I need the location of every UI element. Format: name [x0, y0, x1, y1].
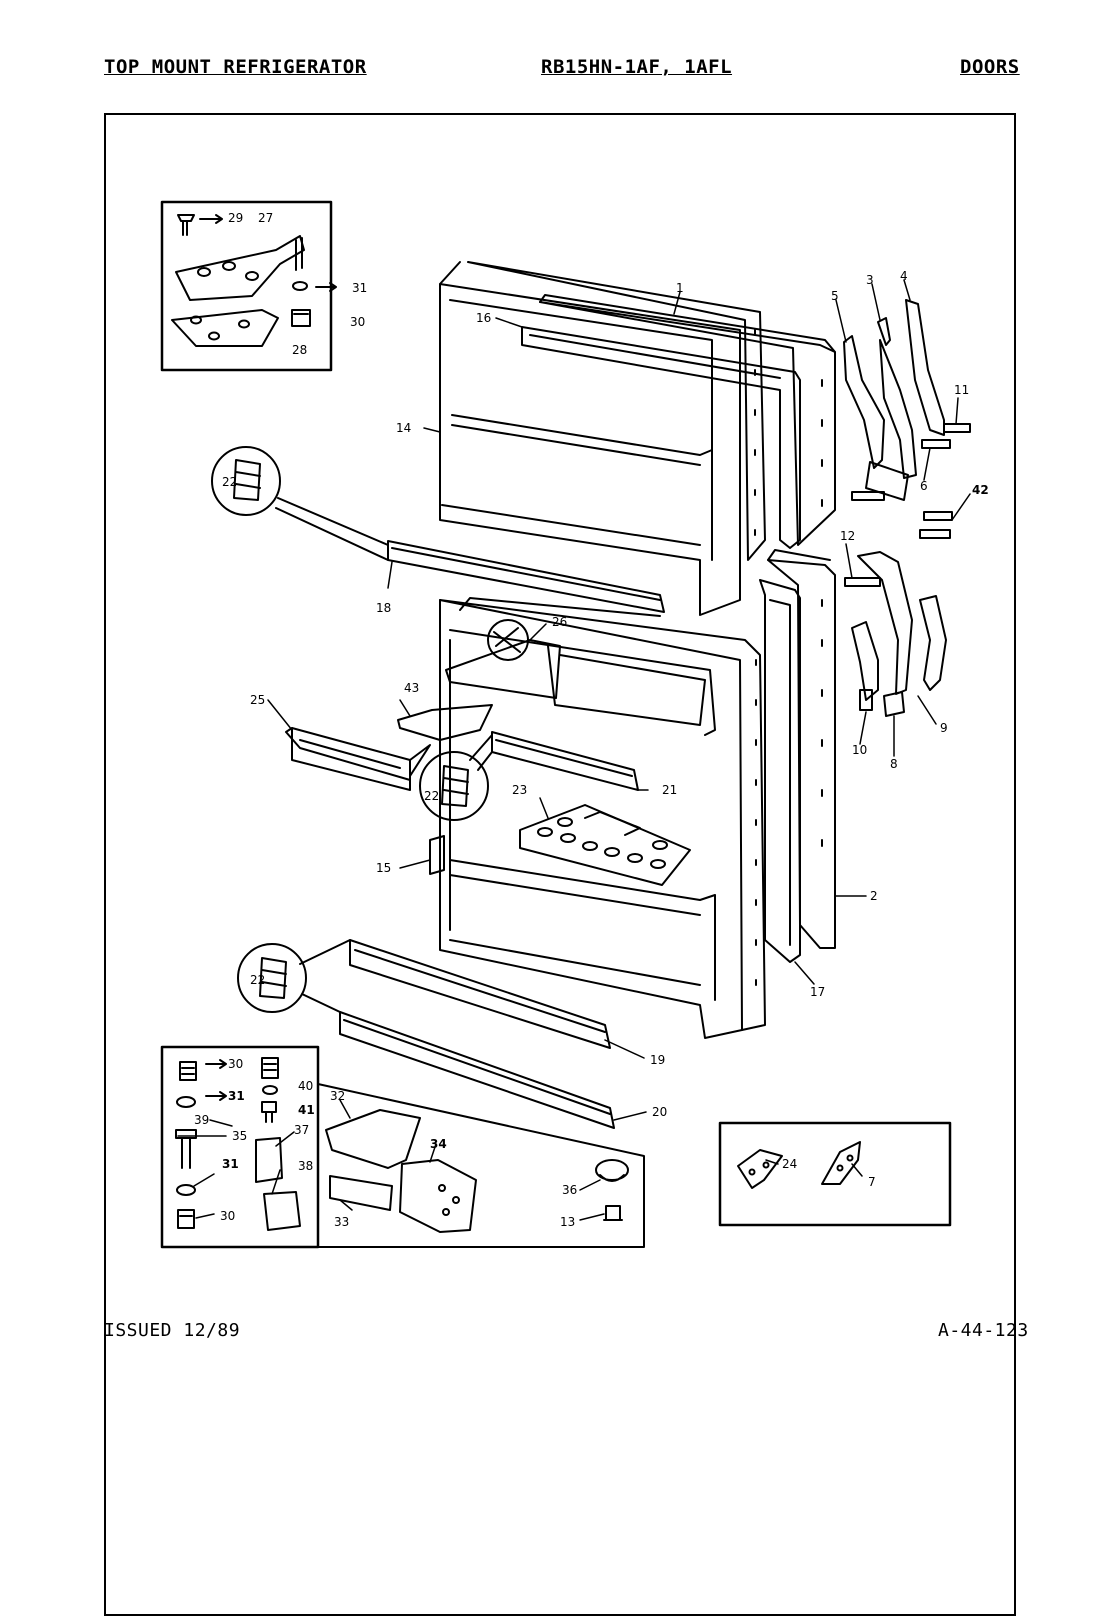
callout-8: 8	[890, 757, 898, 771]
door-shelf-rail-middle	[491, 731, 639, 791]
callout-42: 42	[972, 483, 989, 497]
callout-32: 32	[330, 1089, 345, 1103]
callout-38: 38	[298, 1159, 313, 1173]
callout-39: 39	[194, 1113, 209, 1127]
callout-21: 21	[662, 783, 677, 797]
callout-40: 40	[298, 1079, 313, 1093]
zoom-detail-upper	[211, 446, 389, 561]
zoom-detail-lower	[237, 939, 351, 1013]
egg-tray	[519, 804, 691, 886]
callout-31-upper: 31	[352, 281, 367, 295]
butter-compartment-door	[397, 704, 493, 741]
callout-6: 6	[920, 479, 928, 493]
callout-31-inset-top: 31	[228, 1089, 245, 1103]
callout-26: 26	[552, 615, 567, 629]
callout-1: 1	[676, 281, 684, 295]
callout-labels: 1 2 3 4 5 6 7 8 9 10 11 12 13 14 15 16 1…	[194, 211, 989, 1229]
header-model: RB15HN-1AF, 1AFL	[541, 56, 733, 78]
callout-20: 20	[652, 1105, 667, 1119]
callout-41: 41	[298, 1103, 315, 1117]
footer-issued: ISSUED 12/89	[104, 1320, 241, 1341]
callout-15: 15	[376, 861, 391, 875]
callout-30-inset-top: 30	[228, 1057, 243, 1071]
callout-23: 23	[512, 783, 527, 797]
fresh-food-door-gasket	[759, 579, 801, 963]
callout-22-middle: 22	[424, 789, 439, 803]
freezer-shelf-bar	[387, 540, 665, 613]
footer-page-code: A-44-123	[938, 1320, 1029, 1341]
callout-30-upper: 30	[350, 315, 365, 329]
callout-30-inset-bottom: 30	[220, 1209, 235, 1223]
callout-9: 9	[940, 721, 948, 735]
callout-25: 25	[250, 693, 265, 707]
callout-22-upper: 22	[222, 475, 237, 489]
freezer-door-gasket	[521, 326, 801, 549]
zoom-detail-middle	[419, 734, 493, 821]
door-bin-left	[285, 727, 431, 791]
hinge-cover-inset	[718, 1121, 952, 1227]
header-section: DOORS	[960, 56, 1020, 78]
fresh-food-door-liner	[439, 597, 766, 1039]
callout-13: 13	[560, 1215, 575, 1229]
callout-3: 3	[866, 273, 874, 287]
leader-lines	[177, 279, 971, 1221]
butter-compartment	[445, 619, 706, 726]
callout-11: 11	[954, 383, 969, 397]
callout-4: 4	[900, 269, 908, 283]
callout-43: 43	[404, 681, 419, 695]
callout-36: 36	[562, 1183, 577, 1197]
callout-17: 17	[810, 985, 825, 999]
lower-hinge-parts	[844, 511, 953, 717]
callout-12: 12	[840, 529, 855, 543]
callout-5: 5	[831, 289, 839, 303]
callout-24: 24	[782, 1157, 797, 1171]
callout-22-lower: 22	[250, 973, 265, 987]
callout-7: 7	[868, 1175, 876, 1189]
callout-27: 27	[258, 211, 273, 225]
upper-hinge-parts	[843, 299, 971, 501]
callout-33: 33	[334, 1215, 349, 1229]
lower-hinge-inset	[160, 1045, 645, 1249]
callout-34: 34	[430, 1137, 447, 1151]
callout-16: 16	[476, 311, 491, 325]
callout-35: 35	[232, 1129, 247, 1143]
upper-hinge-inset	[160, 200, 337, 372]
callout-2: 2	[870, 889, 878, 903]
callout-29: 29	[228, 211, 243, 225]
exploded-parts-diagram: 1 2 3 4 5 6 7 8 9 10 11 12 13 14 15 16 1…	[160, 200, 989, 1249]
freezer-door-liner	[439, 261, 766, 616]
door-shelf-rail-lower	[349, 939, 611, 1049]
callout-28: 28	[292, 343, 307, 357]
callout-37: 37	[294, 1123, 309, 1137]
freezer-door-outer-panel	[539, 294, 836, 546]
callout-14: 14	[396, 421, 411, 435]
shelf-end-cap	[429, 835, 445, 875]
callout-31-inset-bottom: 31	[222, 1157, 239, 1171]
header-title: TOP MOUNT REFRIGERATOR	[104, 56, 367, 78]
callout-19: 19	[650, 1053, 665, 1067]
door-shelf-rail-bottom	[339, 1011, 615, 1129]
callout-18: 18	[376, 601, 391, 615]
fresh-food-door-outer-panel	[767, 549, 836, 949]
callout-10: 10	[852, 743, 867, 757]
